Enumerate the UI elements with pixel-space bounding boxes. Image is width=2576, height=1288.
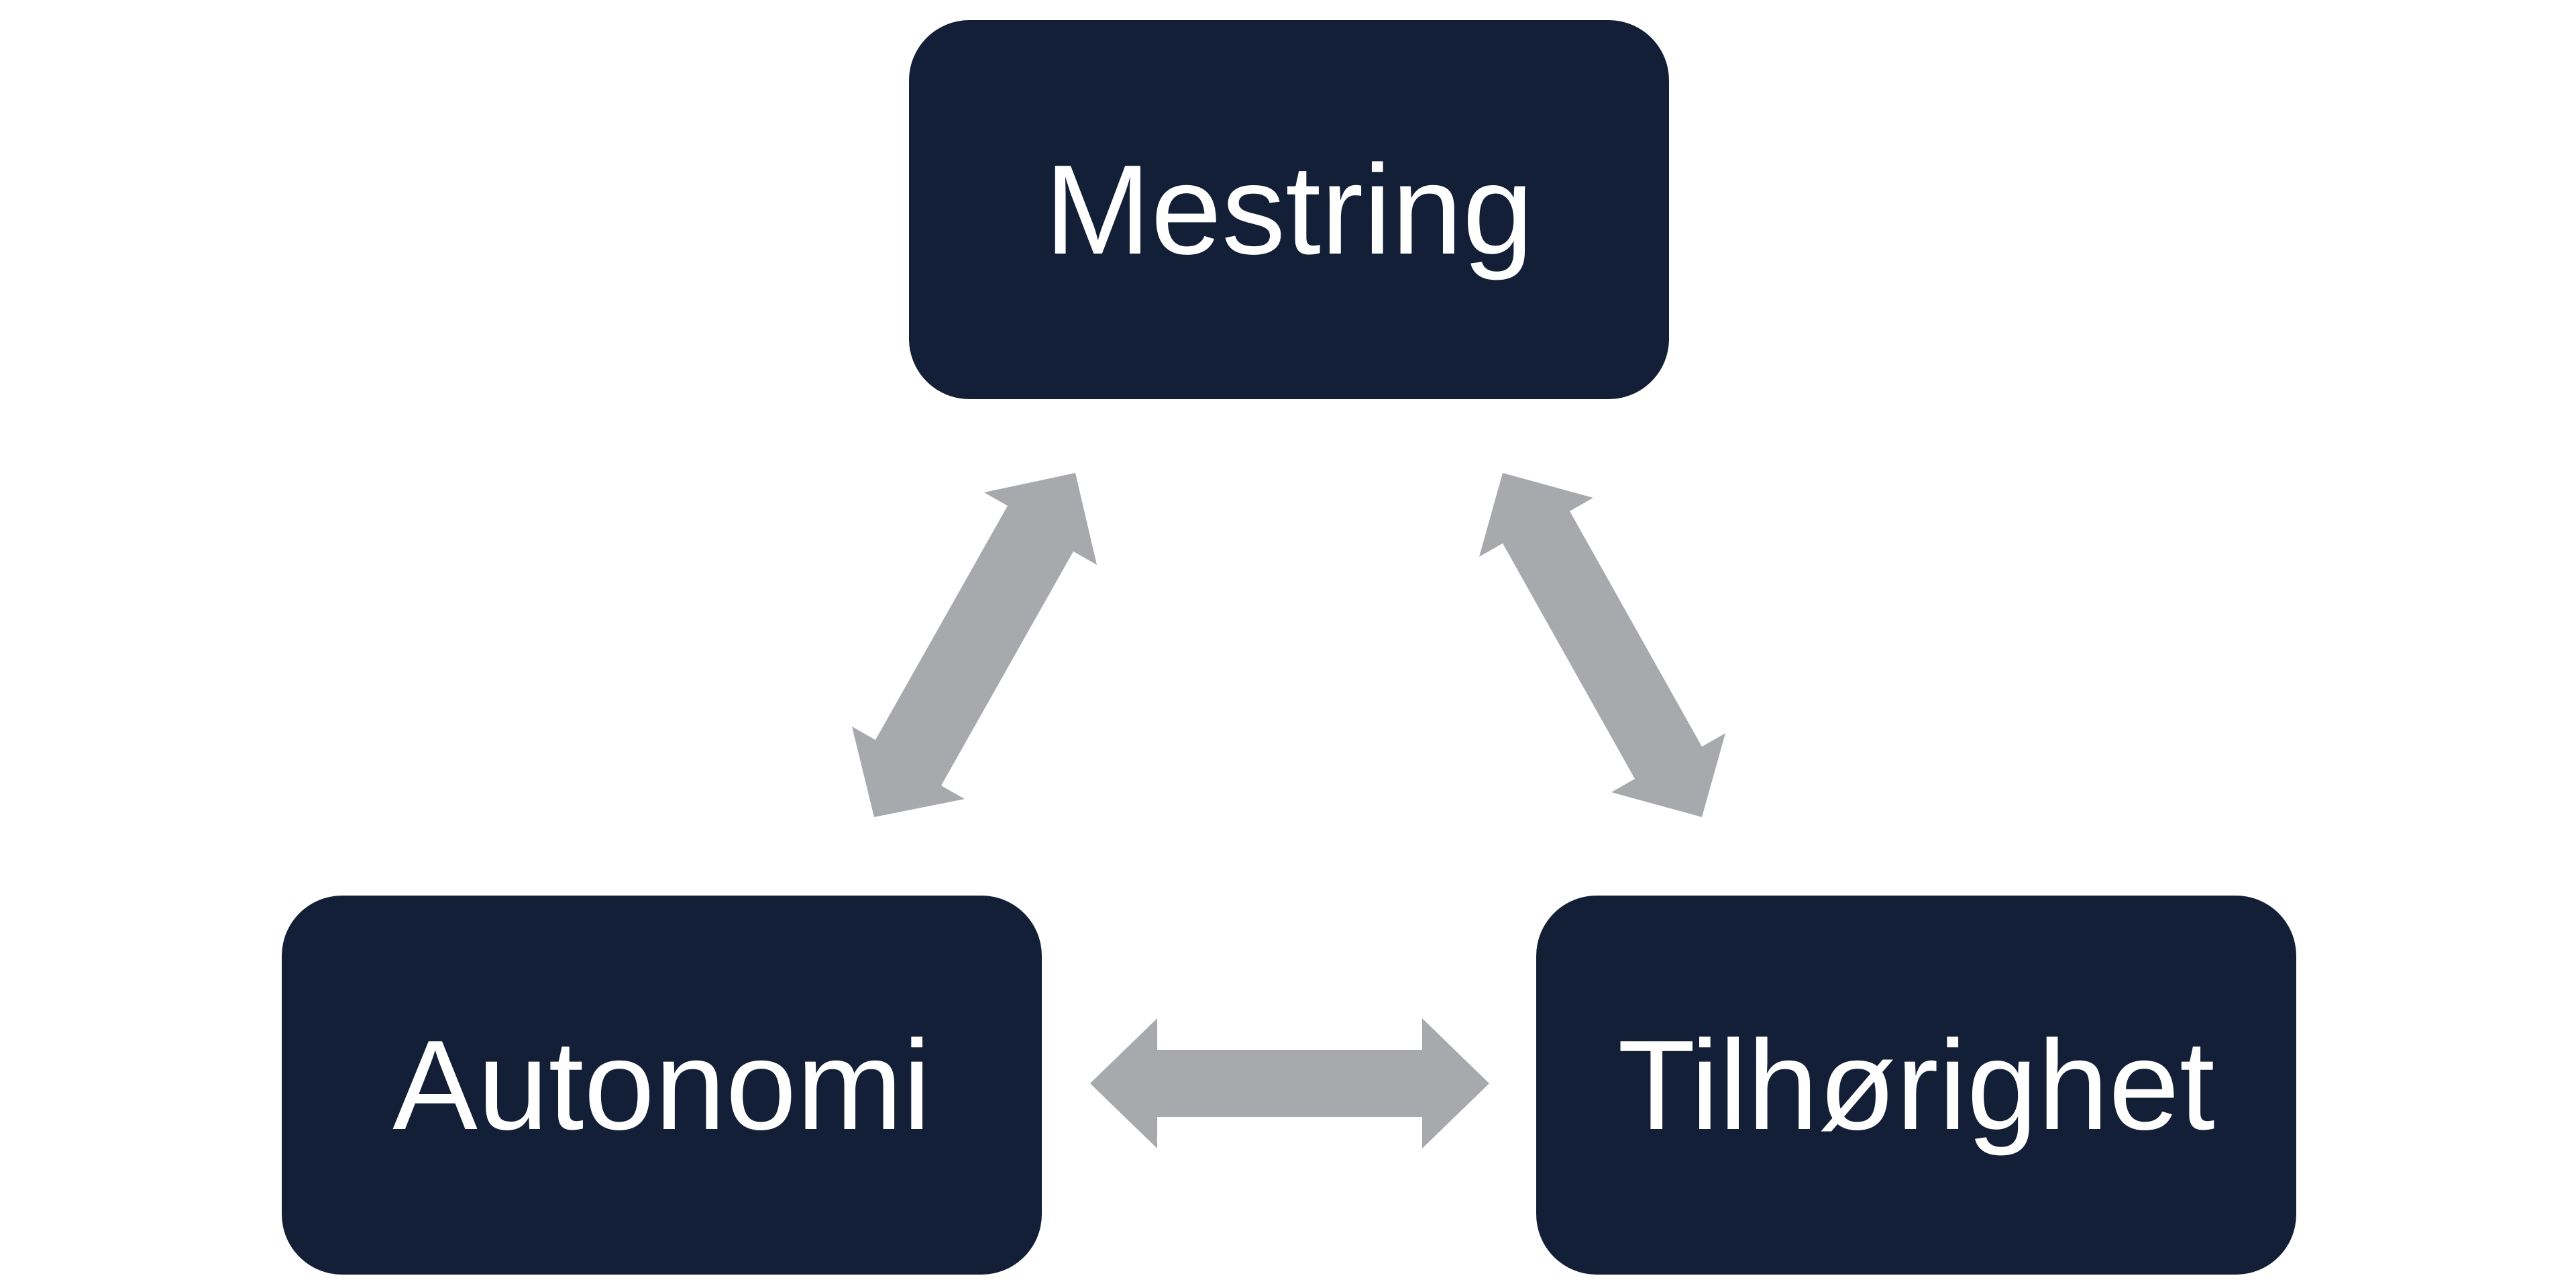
node-autonomi-label: Autonomi xyxy=(392,1014,931,1157)
node-tilhorighet-label: Tilhørighet xyxy=(1617,1014,2215,1157)
arrow-autonomi-tilhorighet xyxy=(1090,1018,1489,1148)
node-mestring: Mestring xyxy=(909,20,1669,399)
arrow-mestring-tilhorighet xyxy=(1479,473,1725,817)
arrow-mestring-autonomi xyxy=(852,473,1097,817)
node-mestring-label: Mestring xyxy=(1044,138,1534,281)
node-tilhorighet: Tilhørighet xyxy=(1536,896,2296,1275)
node-autonomi: Autonomi xyxy=(282,896,1042,1275)
